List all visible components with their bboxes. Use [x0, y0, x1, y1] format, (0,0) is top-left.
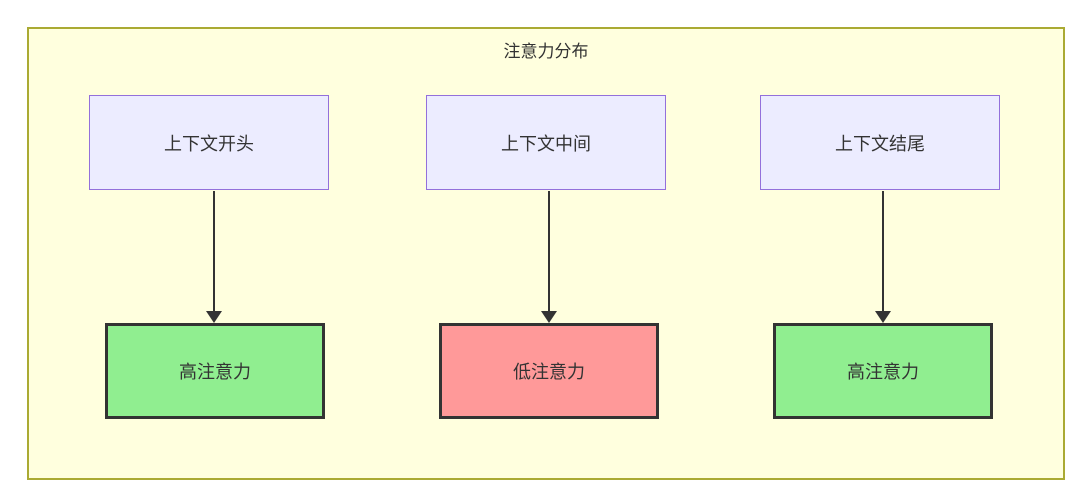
arrow-end-to-high-attention [875, 191, 891, 323]
arrowhead-down-icon [206, 311, 222, 323]
arrow-line [213, 191, 215, 313]
node-low-attention: 低注意力 [439, 323, 659, 419]
node-context-start: 上下文开头 [89, 95, 329, 190]
node-high-attention-right: 高注意力 [773, 323, 993, 419]
node-label: 高注意力 [179, 362, 251, 382]
arrow-line [548, 191, 550, 313]
node-context-middle: 上下文中间 [426, 95, 666, 190]
arrow-start-to-high-attention [206, 191, 222, 323]
arrow-line [882, 191, 884, 313]
arrow-middle-to-low-attention [541, 191, 557, 323]
node-high-attention-left: 高注意力 [105, 323, 325, 419]
node-label: 上下文中间 [501, 133, 591, 154]
node-label: 高注意力 [847, 362, 919, 382]
cluster-title: 注意力分布 [503, 42, 589, 61]
arrowhead-down-icon [875, 311, 891, 323]
node-label: 上下文开头 [164, 133, 254, 154]
node-context-end: 上下文结尾 [760, 95, 1000, 190]
node-label: 低注意力 [513, 362, 585, 382]
cluster-attention-distribution: 注意力分布 上下文开头 上下文中间 上下文结尾 高注意力 低注意力 [27, 27, 1065, 480]
node-label: 上下文结尾 [835, 133, 925, 154]
arrowhead-down-icon [541, 311, 557, 323]
